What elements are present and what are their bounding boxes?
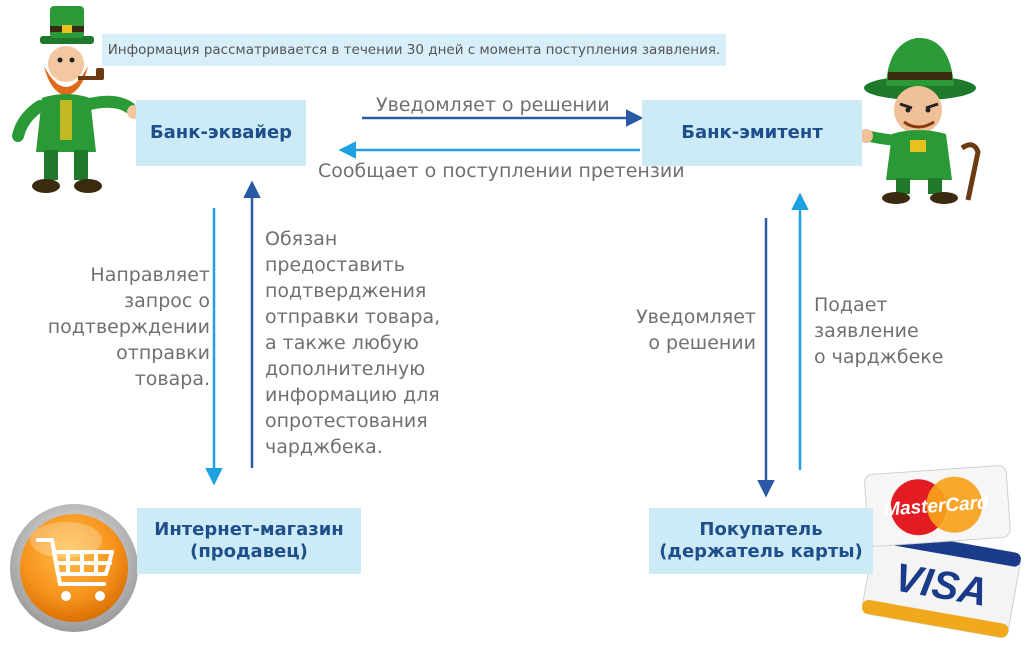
node-acquirer-bank: Банк-эквайер — [136, 100, 306, 166]
info-note: Информация рассматривается в течении 30 … — [102, 34, 726, 66]
edge-label-buyer-to-issuer: Подает заявление о чарджбеке — [814, 294, 944, 368]
node-buyer: Покупатель (держатель карты) — [649, 508, 873, 574]
node-online-shop: Интернет-магазин (продавец) — [137, 508, 361, 574]
edge-label-shop-to-acquirer: Обязан предоставить подтверджения отправ… — [265, 228, 441, 458]
node-issuer-bank: Банк-эмитент — [642, 100, 862, 166]
mastercard-logo-icon: MasterCard — [864, 465, 1011, 547]
edge-label-issuer-to-buyer: Уведомляет о решении — [636, 306, 756, 354]
leprechaun-right-icon — [859, 37, 981, 204]
edge-label-acquirer-to-shop: Направляет запрос о подтверждении отправ… — [47, 264, 210, 390]
edge-label-acquirer-to-issuer: Уведомляет о решении — [376, 94, 610, 116]
shopping-cart-icon — [10, 504, 138, 632]
edge-label-issuer-to-acquirer: Сообщает о поступлении претензии — [318, 160, 685, 182]
